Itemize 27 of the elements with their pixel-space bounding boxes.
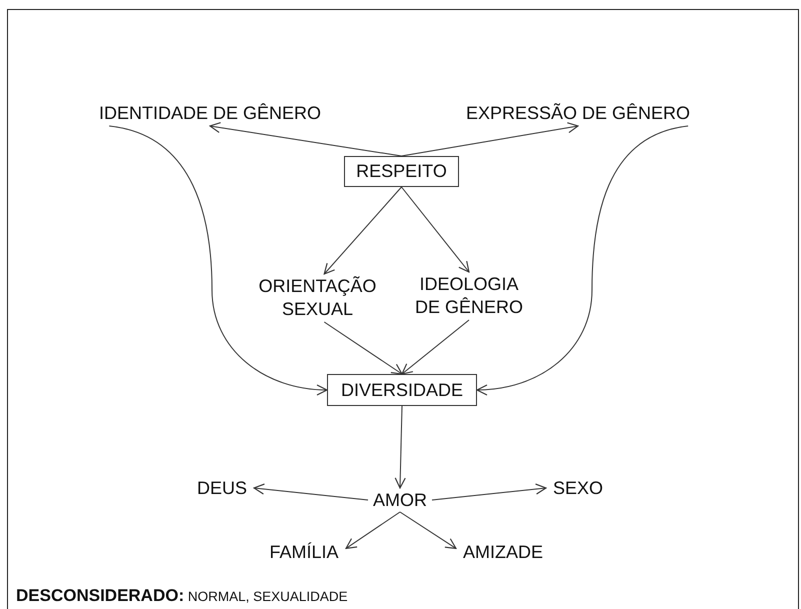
concept-label: EXPRESSÃO DE GÊNERO <box>466 102 690 124</box>
concept-label: FAMÍLIA <box>269 540 339 564</box>
arrow <box>401 186 470 273</box>
arrow <box>401 122 579 156</box>
concept-label: ORIENTAÇÃO SEXUAL <box>258 275 378 321</box>
concept-box <box>327 374 477 406</box>
arrow <box>345 512 400 549</box>
arrow <box>394 406 406 489</box>
arrow <box>400 512 457 549</box>
concept-label: SEXO <box>552 476 604 500</box>
arrow <box>253 484 368 500</box>
concept-label: DIVERSIDADE <box>340 378 464 402</box>
arrow <box>209 122 402 156</box>
concept-label: IDEOLOGIA DE GÊNERO <box>414 273 524 319</box>
arrow <box>476 126 689 396</box>
note-text: DESCONSIDERADO: NORMAL, SEXUALIDADE <box>16 586 348 606</box>
concept-label: AMOR <box>373 488 427 512</box>
arrow <box>324 186 402 275</box>
concept-label: DEUS <box>196 476 247 500</box>
concept-label: AMIZADE <box>462 540 543 564</box>
arrow <box>401 320 470 375</box>
arrow <box>108 126 328 395</box>
concept-label: IDENTIDADE DE GÊNERO <box>98 102 322 124</box>
concept-box <box>344 156 459 187</box>
arrow <box>432 484 547 500</box>
concept-label: RESPEITO <box>356 160 447 183</box>
arrow <box>324 322 403 375</box>
